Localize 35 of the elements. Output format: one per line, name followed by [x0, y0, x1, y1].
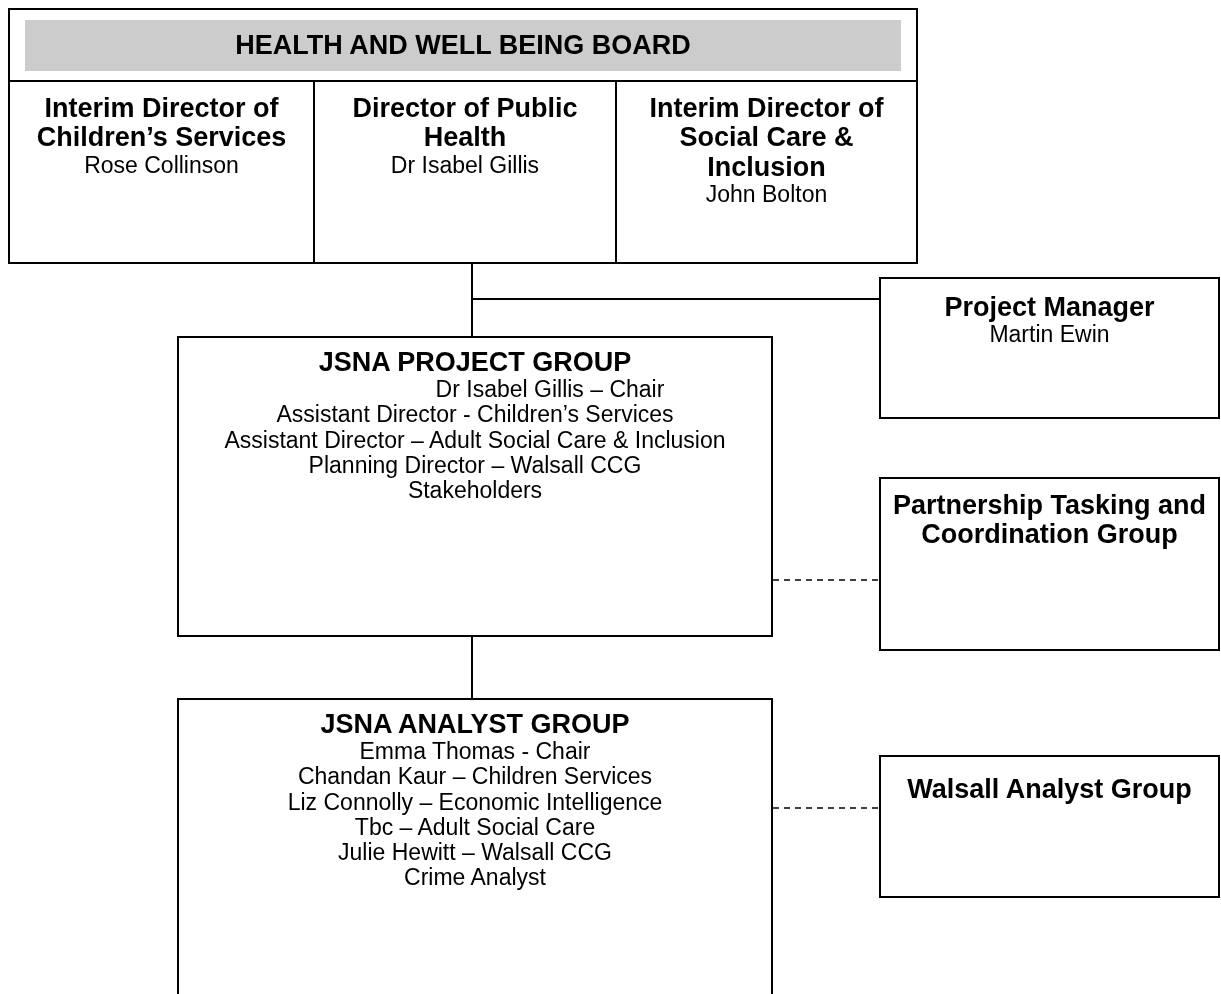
connector-line [471, 636, 473, 699]
box-text: Dr Isabel Gillis – Chair [434, 377, 666, 403]
org-box [879, 755, 1220, 898]
org-box [177, 698, 773, 994]
box-text: Assistant Director – Adult Social Care & Inclusion [223, 427, 727, 453]
org-box [177, 336, 773, 637]
board-title: HEALTH AND WELL BEING BOARD [25, 20, 901, 71]
org-box [615, 80, 918, 264]
box-text: Emma Thomas - Chair [358, 739, 592, 765]
box-text: Tbc – Adult Social Care [354, 814, 596, 840]
box-text: Martin Ewin [989, 322, 1110, 348]
dashed-connector [772, 807, 880, 809]
box-text: Rose Collinson [83, 152, 240, 178]
box-heading: Director of Public Health [351, 94, 579, 153]
box-text: Crime Analyst [403, 864, 547, 890]
box-text: Chandan Kaur – Children Services [296, 764, 654, 790]
box-text: Planning Director – Walsall CCG [307, 452, 643, 478]
box-text: Julie Hewitt – Walsall CCG [337, 839, 613, 865]
box-heading: Interim Director of Children’s Services [35, 94, 288, 153]
org-box [879, 477, 1220, 651]
box-text: Assistant Director - Children’s Services [275, 402, 675, 428]
box-heading: JSNA PROJECT GROUP [317, 348, 633, 378]
box-text: Liz Connolly – Economic Intelligence [286, 789, 664, 815]
dashed-connector [772, 579, 880, 581]
box-heading: Project Manager [943, 293, 1156, 323]
org-box [8, 80, 315, 264]
box-heading: Interim Director of Social Care & Inclusion [648, 94, 885, 183]
box-heading: JSNA ANALYST GROUP [319, 710, 631, 740]
org-box [879, 277, 1220, 419]
box-text: Stakeholders [406, 477, 544, 503]
box-text: John Bolton [704, 182, 829, 208]
box-text: Dr Isabel Gillis [389, 152, 541, 178]
board-header-box [8, 8, 918, 82]
box-heading: Walsall Analyst Group [906, 775, 1193, 805]
box-heading: Partnership Tasking and Coordination Group [891, 491, 1208, 550]
